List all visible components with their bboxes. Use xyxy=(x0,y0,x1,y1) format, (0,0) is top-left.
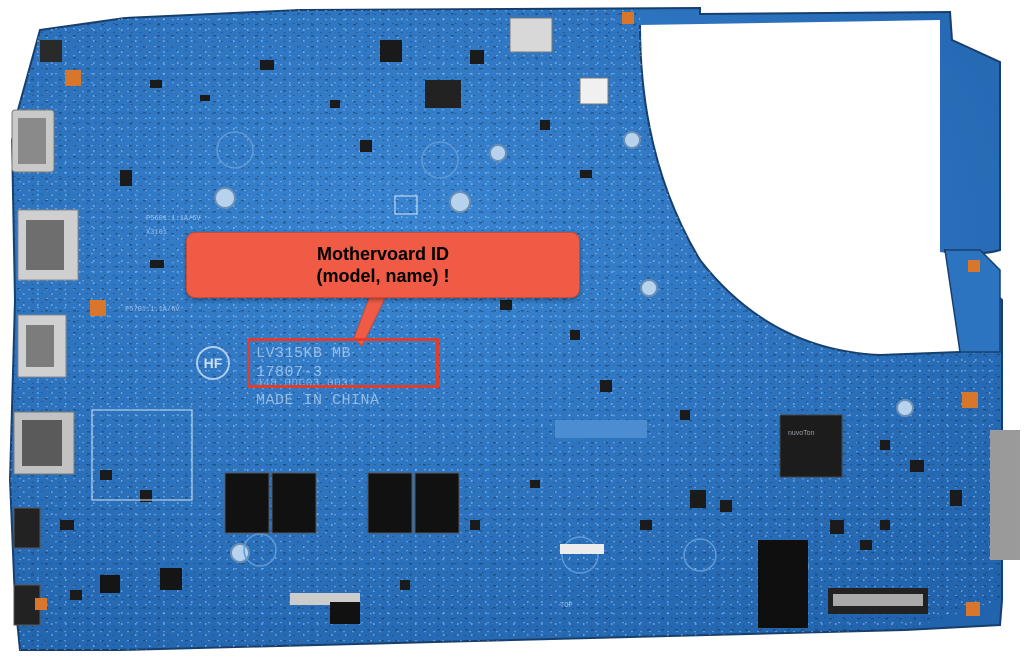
motherboard-id-callout: Mothervoard ID (model, name) ! xyxy=(186,232,580,298)
left-ports xyxy=(11,40,79,626)
fuse-label-1: F5601:1.1A/6V xyxy=(146,215,201,223)
callout-line-1: Mothervoard ID xyxy=(316,244,449,264)
board-model-line1: LV315KB MB xyxy=(256,345,352,362)
fuse-label-2: F5701:1.1A/6V xyxy=(125,306,180,314)
model-highlight-box xyxy=(247,338,439,388)
hf-logo: HF xyxy=(196,346,230,380)
board-made-in: MADE IN CHINA xyxy=(256,392,380,409)
top-tag: TOP xyxy=(560,602,573,610)
nuvoton-chip-label: nuvoTon xyxy=(788,430,815,437)
callout-line-2: (model, name) ! xyxy=(316,266,450,286)
ram-chips xyxy=(224,472,460,534)
connector-label: X3101 xyxy=(146,229,168,237)
board-model-line2: 17807-3 xyxy=(256,364,323,381)
